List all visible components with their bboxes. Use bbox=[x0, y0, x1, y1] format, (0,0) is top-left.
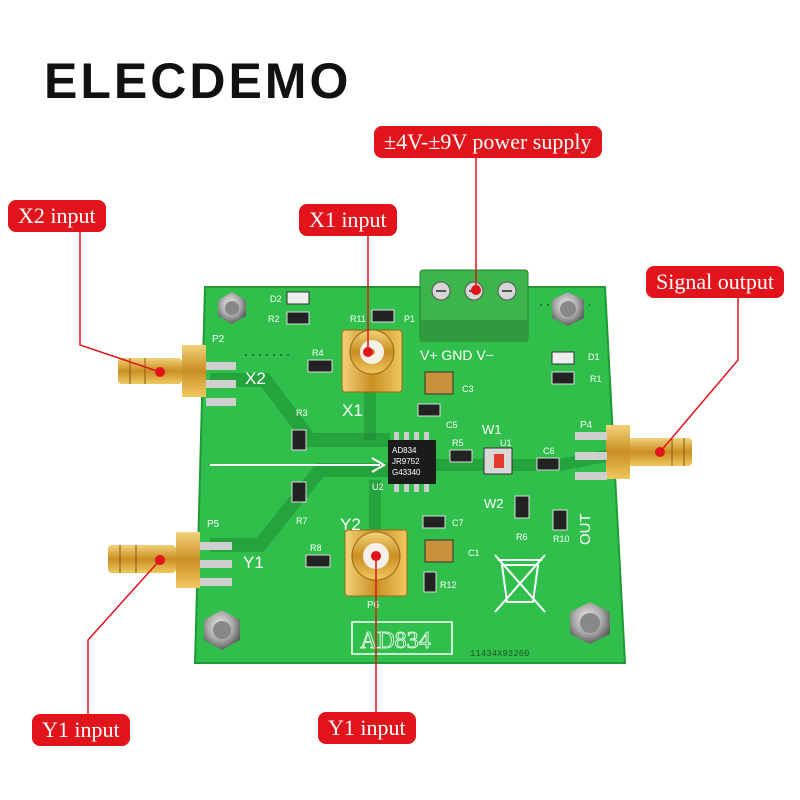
silk-w2: W2 bbox=[484, 496, 504, 511]
silk-r6: R6 bbox=[516, 532, 528, 542]
callout-y1-input-bottom: Y1 input bbox=[318, 712, 416, 744]
chip-marking-1: AD834 bbox=[392, 446, 417, 455]
silk-r4: R4 bbox=[312, 348, 324, 358]
mounting-nut bbox=[218, 292, 246, 324]
silk-r2: R2 bbox=[268, 314, 280, 324]
terminal-label: V+ GND V− bbox=[420, 347, 494, 363]
silk-p1: P1 bbox=[404, 314, 415, 324]
silk-u2: U2 bbox=[372, 482, 384, 492]
callout-x2-input: X2 input bbox=[8, 200, 106, 232]
sma-connector-x1 bbox=[341, 329, 403, 393]
silk-c1: C1 bbox=[468, 548, 480, 558]
ad834-chip bbox=[388, 432, 436, 492]
silk-r12: R12 bbox=[440, 580, 457, 590]
silk-p6: P6 bbox=[367, 600, 380, 611]
silk-c3: C3 bbox=[462, 384, 474, 394]
silk-r3: R3 bbox=[296, 408, 308, 418]
silk-c5: C5 bbox=[446, 420, 458, 430]
silk-y1: Y1 bbox=[243, 553, 264, 572]
silk-d1: D1 bbox=[588, 352, 600, 362]
silk-out: OUT bbox=[577, 513, 594, 545]
callout-x1-input: X1 input bbox=[299, 204, 397, 236]
smd-components bbox=[286, 291, 575, 593]
silk-r7: R7 bbox=[296, 516, 308, 526]
silk-p2: P2 bbox=[212, 334, 225, 345]
silk-c6: C6 bbox=[543, 446, 555, 456]
silk-y2: Y2 bbox=[340, 515, 361, 534]
weee-bin-icon bbox=[494, 554, 546, 613]
mounting-nut bbox=[570, 602, 610, 644]
silk-r1: R1 bbox=[590, 374, 602, 384]
chip-marking-2: JR9752 bbox=[392, 457, 420, 466]
silk-r10: R10 bbox=[553, 534, 570, 544]
silk-u1: U1 bbox=[500, 438, 512, 448]
callout-leader-lines bbox=[79, 155, 739, 714]
sma-connector-y1 bbox=[108, 532, 232, 588]
chip-marking-3: G43340 bbox=[392, 468, 421, 477]
power-terminal-block bbox=[419, 269, 529, 342]
silk-x2: X2 bbox=[245, 369, 266, 388]
silk-p5: P5 bbox=[207, 519, 220, 530]
chip-label-box bbox=[351, 621, 453, 655]
callout-power-supply: ±4V-±9V power supply bbox=[374, 126, 602, 158]
silk-x1: X1 bbox=[342, 401, 363, 420]
callout-signal-output: Signal output bbox=[646, 266, 784, 298]
silk-p4: P4 bbox=[580, 420, 593, 431]
silk-r11: R11 bbox=[350, 314, 366, 324]
brand-logo-text: ELECDEMO bbox=[44, 53, 352, 109]
silk-r5: R5 bbox=[452, 438, 464, 448]
silk-w1: W1 bbox=[482, 422, 502, 437]
mounting-nut bbox=[204, 610, 240, 650]
chip-label: AD834 bbox=[360, 628, 431, 654]
serial-number: 11434X93260 bbox=[470, 649, 529, 659]
callout-dots bbox=[155, 285, 665, 565]
silk-d2: D2 bbox=[270, 294, 282, 304]
callout-y1-input-left: Y1 input bbox=[32, 714, 130, 746]
silk-r8: R8 bbox=[310, 543, 322, 553]
silk-c7: C7 bbox=[452, 518, 464, 528]
mounting-nut bbox=[552, 292, 584, 326]
sma-connector-x2 bbox=[118, 345, 236, 406]
